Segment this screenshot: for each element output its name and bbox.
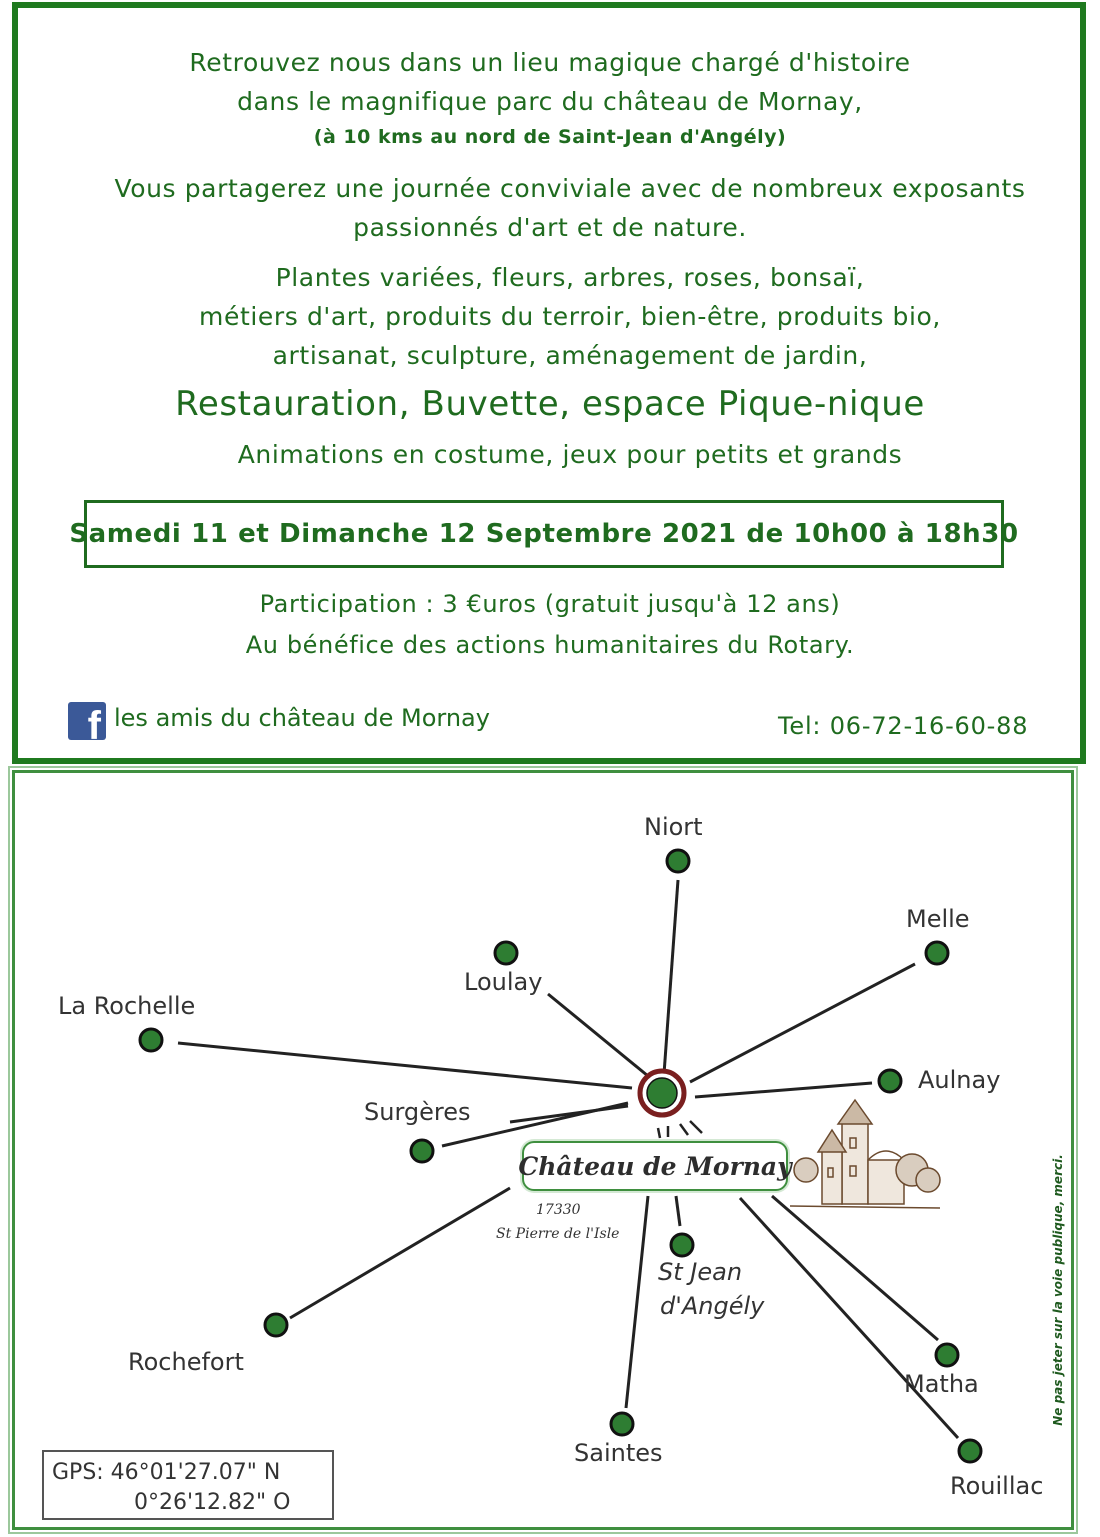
road-rochefort	[289, 1186, 511, 1320]
city-matha: Matha	[904, 1370, 979, 1398]
road-saintes	[624, 1195, 650, 1409]
paragraph-line-2: passionnés d'art et de nature.	[353, 213, 747, 242]
city-st-jean-line-2: d'Angély	[660, 1292, 765, 1320]
gps-coordinates: GPS: 46°01'27.07" N 0°26'12.82" O	[42, 1450, 334, 1520]
road-la-rochelle	[177, 1041, 633, 1090]
road-melle	[689, 962, 916, 1084]
activities-line-2: métiers d'art, produits du terroir, bien…	[199, 302, 941, 331]
highlight-services: Restauration, Buvette, espace Pique-niqu…	[175, 384, 925, 424]
facebook-icon[interactable]: f	[68, 702, 106, 740]
activities-line-3: artisanat, sculpture, aménagement de jar…	[272, 341, 868, 370]
benefit-line: Au bénéfice des actions humanitaires du …	[245, 631, 855, 659]
map-panel	[8, 766, 1078, 1534]
intro-line-2: dans le magnifique parc du château de Mo…	[237, 87, 863, 116]
city-rouillac: Rouillac	[950, 1472, 1044, 1500]
postcode: 17330	[536, 1202, 581, 1218]
road-niort	[662, 879, 680, 1075]
dot-niort	[665, 848, 691, 874]
intro-line-1: Retrouvez nous dans un lieu magique char…	[189, 48, 911, 77]
gps-longitude: 0°26'12.82" O	[134, 1490, 291, 1515]
city-melle: Melle	[906, 905, 970, 933]
phone-number: Tel: 06-72-16-60-88	[778, 712, 1029, 740]
sun-ray-1	[656, 1127, 662, 1139]
city-st-jean-line-1: St Jean	[658, 1258, 743, 1286]
road-rouillac	[738, 1196, 960, 1440]
dot-matha	[934, 1342, 960, 1368]
dot-saintes	[609, 1411, 635, 1437]
facebook-page-link[interactable]: les amis du château de Mornay	[114, 704, 490, 732]
dot-la-rochelle	[138, 1027, 164, 1053]
dot-aulnay	[877, 1068, 903, 1094]
dot-st-jean	[669, 1232, 695, 1258]
castle-illustration	[789, 1098, 941, 1209]
gps-latitude: GPS: 46°01'27.07" N	[52, 1460, 281, 1485]
city-surgeres: Surgères	[364, 1098, 471, 1126]
sun-ray-4	[689, 1120, 703, 1134]
animations-line: Animations en costume, jeux pour petits …	[237, 440, 903, 469]
road-surgeres-2	[509, 1104, 629, 1124]
dot-melle	[924, 940, 950, 966]
event-date-box: Samedi 11 et Dimanche 12 Septembre 2021 …	[69, 500, 1018, 568]
commune-name: St Pierre de l'Isle	[496, 1226, 620, 1242]
city-rochefort: Rochefort	[128, 1348, 244, 1376]
litter-notice: Ne pas jeter sur la voie publique, merci…	[1051, 1154, 1065, 1426]
activities-line-1: Plantes variées, fleurs, arbres, roses, …	[275, 263, 865, 292]
city-loulay: Loulay	[464, 968, 543, 996]
chateau-label: Château de Mornay	[518, 1141, 792, 1191]
price-line: Participation : 3 €uros (gratuit jusqu'à…	[259, 590, 841, 618]
road-loulay	[547, 992, 649, 1078]
road-aulnay	[694, 1081, 873, 1099]
intro-line-3: (à 10 kms au nord de Saint-Jean d'Angély…	[313, 126, 787, 148]
paragraph-line-1: Vous partagerez une journée conviviale a…	[114, 174, 1026, 203]
road-matha	[771, 1194, 939, 1342]
city-la-rochelle: La Rochelle	[58, 992, 196, 1020]
dot-surgeres	[409, 1138, 435, 1164]
road-st-jean	[674, 1195, 682, 1227]
dot-rochefort	[263, 1312, 289, 1338]
city-saintes: Saintes	[574, 1439, 663, 1467]
sun-ray-3	[678, 1123, 690, 1136]
info-panel	[12, 2, 1086, 764]
city-niort: Niort	[644, 813, 703, 841]
dot-loulay	[493, 940, 519, 966]
dot-rouillac	[957, 1438, 983, 1464]
city-aulnay: Aulnay	[918, 1066, 1001, 1094]
castle-marker	[637, 1068, 687, 1118]
